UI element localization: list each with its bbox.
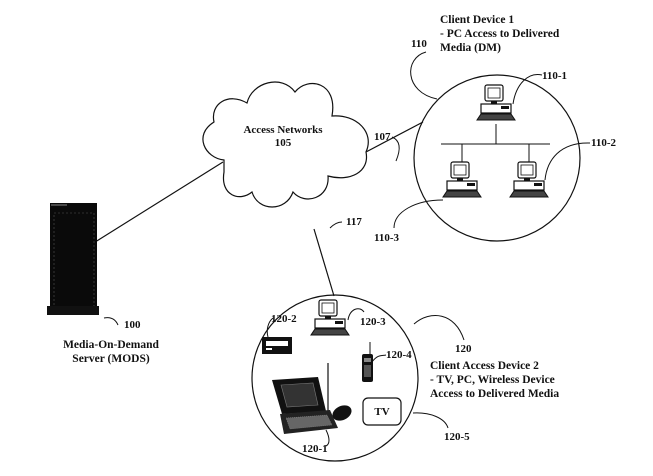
client2-label-line2: - TV, PC, Wireless Device bbox=[430, 374, 555, 386]
leader-120 bbox=[413, 315, 465, 341]
client1-label-line2: - PC Access to Delivered bbox=[440, 28, 560, 40]
access-network-cloud-icon bbox=[202, 81, 369, 208]
leader-120-1 bbox=[325, 429, 330, 447]
device-ref-110-3: 110-3 bbox=[374, 232, 400, 244]
client-device-1-group bbox=[413, 74, 581, 242]
leader-120-5 bbox=[412, 412, 449, 429]
client1-label-line3: Media (DM) bbox=[440, 42, 501, 54]
leader-110-1 bbox=[512, 74, 543, 105]
server-ref: 100 bbox=[124, 319, 141, 331]
pc-110-1-icon bbox=[476, 84, 516, 121]
device-ref-120-4: 120-4 bbox=[386, 349, 412, 361]
network-ref: 105 bbox=[275, 137, 292, 149]
leader-120-3 bbox=[347, 308, 365, 321]
leader-110-3 bbox=[393, 199, 444, 229]
pc-110-2-icon bbox=[509, 161, 549, 198]
tv-label: TV bbox=[374, 406, 389, 418]
server-label-line1: Media-On-Demand bbox=[63, 339, 159, 351]
leader-110 bbox=[410, 51, 438, 100]
laptop-icon bbox=[272, 363, 352, 434]
client1-ref: 110 bbox=[411, 38, 427, 50]
device-ref-120-5: 120-5 bbox=[444, 431, 470, 443]
media-server-icon bbox=[47, 203, 99, 315]
link-network-client2 bbox=[313, 228, 335, 297]
leader-110-2 bbox=[544, 142, 591, 181]
device-ref-120-1: 120-1 bbox=[302, 443, 328, 455]
pc-120-3-icon bbox=[310, 299, 350, 336]
device-ref-120-2: 120-2 bbox=[271, 313, 297, 325]
server-label-line2: Server (MODS) bbox=[72, 353, 150, 365]
client-device-2-group bbox=[251, 294, 419, 462]
leader-107 bbox=[391, 136, 400, 162]
leader-120-4 bbox=[371, 354, 387, 363]
client2-label-line1: Client Access Device 2 bbox=[430, 360, 539, 372]
client2-ref: 120 bbox=[455, 343, 472, 355]
link-ref-117: 117 bbox=[346, 216, 362, 228]
tv-icon bbox=[362, 397, 402, 426]
device-ref-120-3: 120-3 bbox=[360, 316, 386, 328]
leader-117 bbox=[329, 221, 343, 229]
link-network-client1 bbox=[365, 121, 424, 153]
leader-120-2 bbox=[266, 317, 274, 338]
network-label: Access Networks bbox=[243, 124, 323, 136]
wireless-phone-icon bbox=[362, 342, 373, 382]
client1-label-line1: Client Device 1 bbox=[440, 14, 514, 26]
device-ref-110-2: 110-2 bbox=[591, 137, 617, 149]
client2-label-line3: Access to Delivered Media bbox=[430, 388, 559, 400]
device-ref-110-1: 110-1 bbox=[542, 70, 567, 82]
link-ref-107: 107 bbox=[374, 131, 391, 143]
set-top-box-icon bbox=[262, 337, 292, 354]
pc-110-3-icon bbox=[442, 161, 482, 198]
leader-100 bbox=[103, 317, 119, 326]
